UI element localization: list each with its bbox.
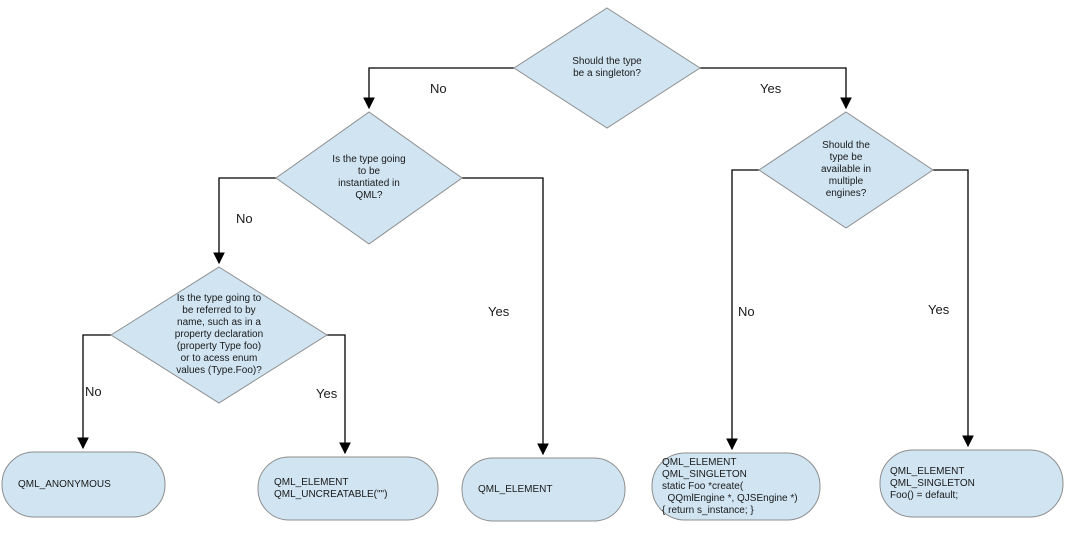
edge-singleton-no [363,67,514,110]
edge-instantiated-yes [462,177,549,456]
decision-engines-shape [758,111,934,229]
decision-instantiated-shape [275,111,463,245]
edge-referred-no [77,334,111,450]
terminal-uncreatable-shape [257,456,439,521]
edge-referred-yes [327,334,351,455]
terminal-singleton-factory-shape [651,452,821,521]
decision-singleton-shape [513,7,701,129]
terminal-singleton-default-shape [879,449,1064,518]
terminal-element-shape [461,457,626,522]
decision-referred-shape [110,266,328,404]
edge-engines-yes [933,169,974,448]
edge-instantiated-no [213,177,276,265]
terminal-anonymous-shape [1,451,166,518]
edge-singleton-yes [700,67,852,110]
edge-engines-no [726,169,759,451]
